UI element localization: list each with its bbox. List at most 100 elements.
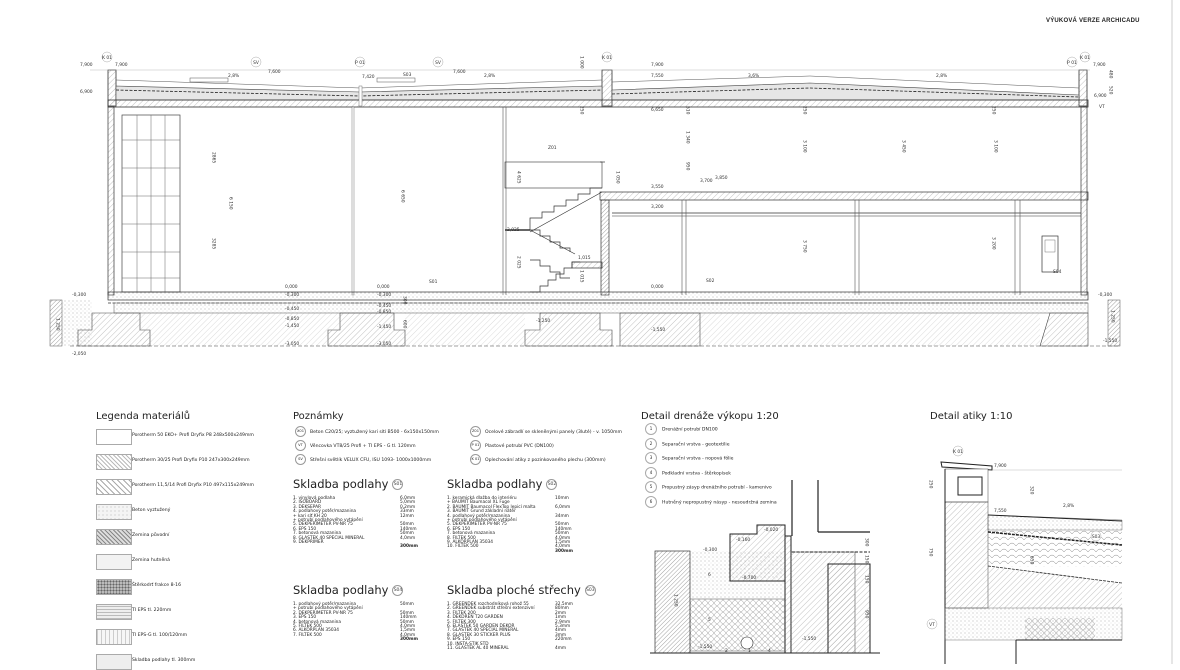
dimension-label: 300 <box>864 538 870 547</box>
layer-row: 300mm <box>447 548 595 554</box>
layer-name: 3. DEKSEPAR <box>293 504 321 510</box>
legend-label: Štěrkodrť frakce 8-16 <box>132 583 182 588</box>
dimension-label: -0,160 <box>736 537 750 543</box>
dimension-label: 2 <box>725 648 728 654</box>
layer-name: 3. FILTEK 200 <box>447 610 476 616</box>
dimension-label: 150 <box>864 575 870 584</box>
note-text: Plastové potrubí PVC (DN100) <box>485 444 554 449</box>
dimension-label: 2,8% <box>484 73 495 79</box>
legend-item: Zemina původní <box>96 529 296 545</box>
layer-thickness: 50mm <box>400 531 414 537</box>
drainage-number-badge: 3 <box>645 452 657 464</box>
dimension-label: 6,900 <box>80 89 93 95</box>
dimension-label: 7,600 <box>453 69 466 75</box>
legend-label: TI EPS-G tl. 100/120mm <box>132 633 188 638</box>
dimension-label: K 01 <box>953 449 963 455</box>
layer-thickness: 2,9mm <box>555 619 571 625</box>
legend-label: Zemina původní <box>132 533 170 538</box>
layer-name: + potrubí podlahového vytápění <box>293 606 363 612</box>
layer-thickness: 4,0mm <box>400 623 416 629</box>
dimension-label: 3,700 <box>700 178 713 184</box>
dimension-label: S02 <box>706 278 715 284</box>
dimension-label: 520 <box>1108 86 1114 95</box>
layer-thickness: 2mm <box>555 610 567 616</box>
dimension-label: -1,450 <box>377 324 391 330</box>
dimension-label: -0,850 <box>377 309 391 315</box>
layer-thickness: 5,0mm <box>400 500 416 506</box>
composition-name: Skladba podlahy <box>447 477 543 491</box>
dimension-label: 2 025 <box>516 256 522 269</box>
drainage-number-badge: 2 <box>645 437 657 450</box>
drainage-number-badge: 6 <box>645 495 657 508</box>
legend-swatch <box>96 654 132 670</box>
dimension-label: 150 <box>864 555 870 564</box>
dimension-label: 600 <box>402 320 408 329</box>
dimension-label: 3 100 <box>993 140 999 153</box>
composition-name: Skladba podlahy <box>293 583 389 597</box>
note-text: Věncovka VT8/25 Profi + TI EPS - G tl. 1… <box>310 444 416 449</box>
layer-name: 1. podlahový potěr/mazanina <box>293 602 357 607</box>
layer-thickness: 12mm <box>400 513 414 519</box>
layer-thickness: 140mm <box>400 526 417 532</box>
dimension-label: -0,850 <box>285 316 299 322</box>
dimension-label: 4 625 <box>516 171 522 184</box>
layer-name: 6. EPS 150 <box>447 526 471 532</box>
dimension-label: 250 <box>802 106 808 115</box>
dimension-label: 0,000 <box>651 284 664 290</box>
dimension-label: -0,300 <box>377 292 391 298</box>
layer-name: 6. ALKORPLAN 35034 <box>293 628 340 634</box>
dimension-label: 1 050 <box>615 171 621 184</box>
dimension-label: 2,8% <box>1063 503 1074 509</box>
legend-label: Beton vyztužený <box>132 508 171 513</box>
dimension-label: -0,700 <box>742 575 756 581</box>
layer-name: 6. EPS 150 <box>293 526 317 532</box>
note-text: Beton C20/25; vyztužený kari sítí B500 -… <box>310 430 439 435</box>
layer-thickness: 0,2mm <box>400 504 416 510</box>
dimension-label: K 01 <box>102 55 112 61</box>
dimension-label: -0,300 <box>703 547 717 553</box>
note-code-badge: Z01 <box>470 426 481 437</box>
dimension-label: 7,600 <box>268 69 281 75</box>
dimension-label: SV <box>435 60 441 66</box>
composition-tag: S03 <box>584 585 596 596</box>
attic-title: Detail atiky 1:10 <box>930 411 1013 422</box>
dimension-label: 3 450 <box>901 140 907 153</box>
legend-item: Porotherm 30/25 Profi Dryfix P10 247x300… <box>96 454 296 470</box>
note-code-badge: K 01 <box>470 454 481 465</box>
dimension-label: 250 <box>579 106 585 115</box>
layer-name: 11. GLASTEK AL 40 MINERAL <box>447 645 509 651</box>
layer-name: 6. ELASTEK 50 GARDEN DEKOR <box>447 623 515 629</box>
legend-title: Legenda materiálů <box>96 411 191 422</box>
dimension-label: 3,550 <box>651 184 664 190</box>
layer-name: + kari síť KH 20 <box>293 513 327 519</box>
layer-name: 3. BAUMIT Grund základní nátěr <box>447 509 516 515</box>
dimension-label: 0,000 <box>285 284 298 290</box>
dimension-label: -1,550 <box>1103 338 1117 344</box>
dimension-label: 650 <box>1029 556 1035 565</box>
layer-thickness: 300mm <box>555 548 573 554</box>
dimension-label: -1,250 <box>536 318 550 324</box>
layer-thickness: 140mm <box>555 526 572 532</box>
dimension-label: -0,450 <box>285 306 299 312</box>
dimension-label: 3 100 <box>802 140 808 153</box>
layer-row: 3. BAUMIT Grund základní nátěr <box>447 509 595 515</box>
legend-swatch <box>96 479 132 495</box>
layer-thickness: 4,0mm <box>400 535 416 541</box>
layer-thickness: 300mm <box>400 544 418 550</box>
layer-thickness: 1,5mm <box>555 539 571 545</box>
layer-name: 4. podlahový potěr/mazanina <box>293 509 357 515</box>
drainage-number-badge: 1 <box>645 423 657 435</box>
